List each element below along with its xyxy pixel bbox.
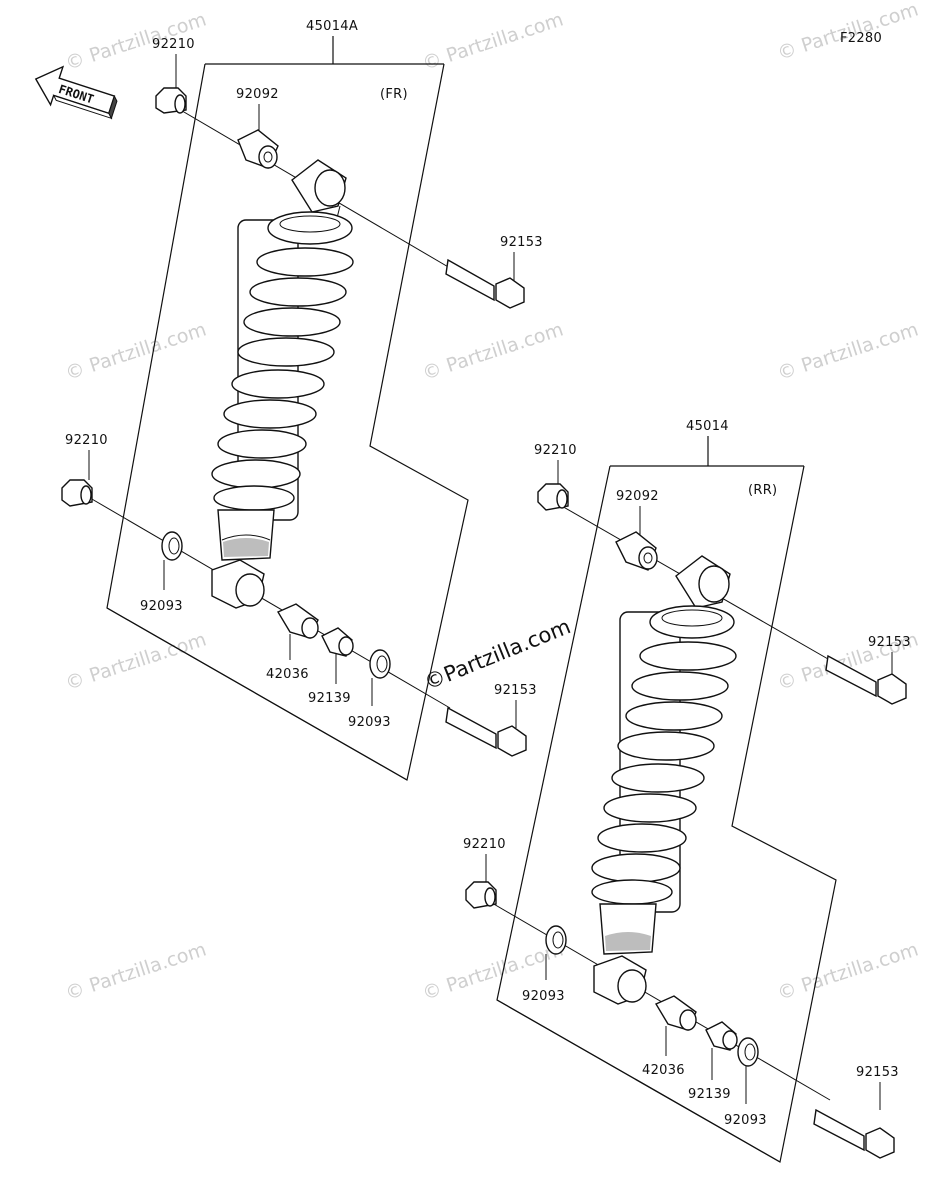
part-label-92210-lower: 92210	[463, 837, 506, 852]
collar-92092	[615, 531, 658, 571]
bushing-92139	[321, 627, 354, 657]
part-label-92210: 92210	[534, 443, 577, 458]
assembly-outline	[496, 465, 837, 1163]
shock-top-eye	[291, 159, 347, 223]
part-label-92153: 92153	[500, 235, 543, 250]
front-shock-assembly: 45014A (FR) 92210 92092	[61, 19, 543, 781]
washer-92093-2	[369, 649, 391, 679]
part-label-42036: 42036	[266, 667, 309, 682]
watermark: © Partzilla.com	[775, 939, 921, 1005]
shock-top-eye	[675, 555, 731, 609]
part-label-42036: 42036	[642, 1063, 685, 1078]
bolt-92153-top	[825, 654, 907, 705]
part-label-92093-2: 92093	[724, 1113, 767, 1128]
watermark: © Partzilla.com	[775, 319, 921, 385]
bolt-92153-top	[445, 258, 525, 309]
part-label-92093-2: 92093	[348, 715, 391, 730]
collar-42036	[654, 995, 697, 1031]
part-label-92139: 92139	[688, 1087, 731, 1102]
nut-92210-lower	[61, 479, 93, 507]
washer-92093-2	[737, 1037, 759, 1067]
watermark: © Partzilla.com	[420, 319, 566, 385]
nut-92210-lower	[465, 881, 497, 909]
position-front: (FR)	[380, 87, 408, 102]
part-label-92153: 92153	[868, 635, 911, 650]
figure-code: F2280	[840, 31, 882, 46]
bushing-92139	[705, 1021, 738, 1051]
watermark: © Partzilla.com	[63, 319, 209, 385]
rear-shock-assembly: 45014 (RR) 92210 92092	[463, 419, 911, 1163]
watermark: © Partzilla.com	[63, 629, 209, 695]
watermark: © Partzilla.com	[420, 9, 566, 75]
part-label-92210-lower: 92210	[65, 433, 108, 448]
part-label-92153-lower: 92153	[494, 683, 537, 698]
part-label-92153-lower: 92153	[856, 1065, 899, 1080]
washer-92093	[545, 925, 567, 955]
nut-92210	[537, 483, 569, 511]
assembly-number-rear: 45014	[686, 419, 729, 434]
position-rear: (RR)	[748, 483, 777, 498]
part-label-92093: 92093	[140, 599, 183, 614]
part-label-92092: 92092	[236, 87, 279, 102]
coil-spring-rear	[591, 605, 737, 1005]
watermark-grid: © Partzilla.com © Partzilla.com © Partzi…	[63, 0, 921, 1005]
bolt-92153-lower	[813, 1108, 895, 1159]
nut-92210	[155, 87, 187, 114]
part-label-92139: 92139	[308, 691, 351, 706]
washer-92093	[161, 531, 183, 561]
watermark: © Partzilla.com	[63, 939, 209, 1005]
bolt-92153-lower	[445, 706, 527, 757]
front-direction-arrow: FRONT	[34, 65, 118, 120]
coil-spring-front	[211, 211, 354, 609]
part-label-92210: 92210	[152, 37, 195, 52]
collar-42036	[276, 603, 319, 639]
assembly-number-front: 45014A	[306, 19, 358, 34]
part-label-92092: 92092	[616, 489, 659, 504]
part-label-92093: 92093	[522, 989, 565, 1004]
axis-line	[84, 494, 451, 709]
collar-92092	[237, 129, 279, 169]
